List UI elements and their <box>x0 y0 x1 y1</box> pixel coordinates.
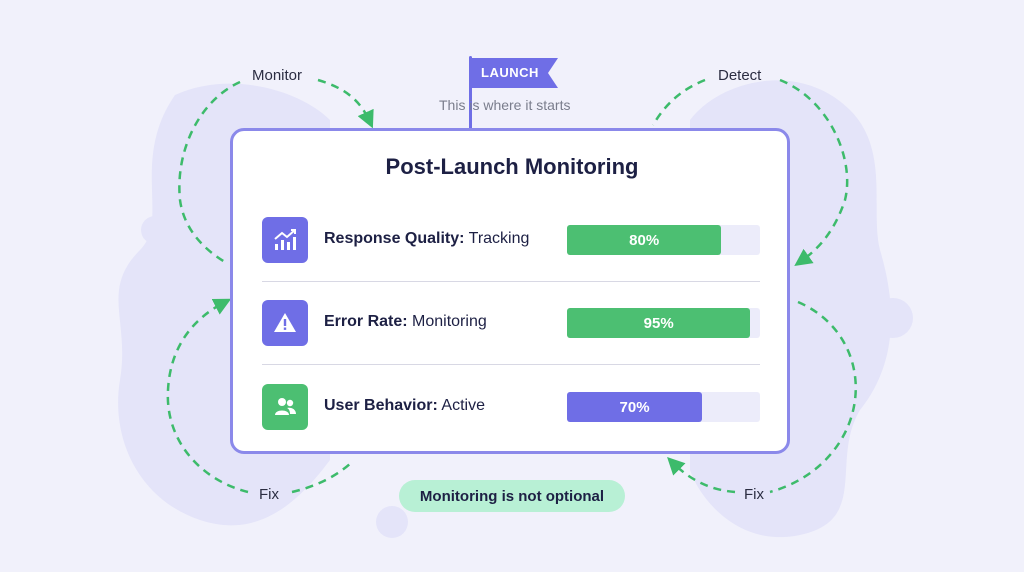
progress-fill: 80% <box>567 225 722 255</box>
metric-status: Active <box>441 397 485 414</box>
flag-pole <box>469 56 472 131</box>
metric-text: Error Rate: Monitoring <box>324 313 487 331</box>
progress-track: 70% <box>567 392 760 422</box>
row-icon-bg <box>262 300 308 346</box>
metric-label: Response Quality: <box>324 230 465 247</box>
trending-up-chart-icon <box>274 229 296 250</box>
metric-label: User Behavior: <box>324 397 438 414</box>
bottom-left-dot <box>376 506 408 538</box>
progress-track: 95% <box>567 308 760 338</box>
arrow-detect-to-card <box>779 78 849 267</box>
left-dot <box>141 216 169 244</box>
footer-pill: Monitoring is not optional <box>399 480 625 512</box>
cycle-label-detect: Detect <box>718 67 762 84</box>
progress-fill: 70% <box>567 392 703 422</box>
card-title: Post-Launch Monitoring <box>385 154 639 179</box>
cycle-label-fix-right: Fix <box>744 486 764 503</box>
cycle-label-fix-left: Fix <box>259 486 279 503</box>
warning-triangle-icon <box>274 313 296 332</box>
progress-track: 80% <box>567 225 760 255</box>
metric-text: User Behavior: Active <box>324 397 485 415</box>
arrow-fix-right <box>769 300 857 494</box>
cycle-label-monitor: Monitor <box>252 67 303 84</box>
metric-text: Response Quality: Tracking <box>324 230 529 248</box>
launch-flag-label: LAUNCH <box>481 65 539 80</box>
launch-flag-icon <box>470 58 558 88</box>
row-icon-bg <box>262 384 308 430</box>
metric-status: Monitoring <box>412 313 487 330</box>
arrow-fix-left <box>166 298 249 494</box>
arrow-fix-right-to-card <box>667 457 736 494</box>
metric-row-user-behavior: User Behavior: Active 70% <box>262 384 762 430</box>
right-dot <box>873 298 913 338</box>
arrow-monitor-to-card <box>317 78 374 129</box>
arrow-detect <box>651 78 706 126</box>
users-group-icon <box>275 398 296 415</box>
metric-label: Error Rate: <box>324 313 408 330</box>
metric-row-response-quality: Response Quality: Tracking 80% <box>262 217 762 263</box>
row-divider <box>262 281 760 282</box>
arrow-fix-left-bottom <box>291 461 353 494</box>
arrow-monitor <box>178 80 241 264</box>
row-divider <box>262 364 760 365</box>
row-icon-bg <box>262 217 308 263</box>
progress-fill: 95% <box>567 308 751 338</box>
metric-row-error-rate: Error Rate: Monitoring 95% <box>262 300 762 346</box>
launch-caption: This is where it starts <box>439 97 571 113</box>
metric-status: Tracking <box>468 230 530 247</box>
